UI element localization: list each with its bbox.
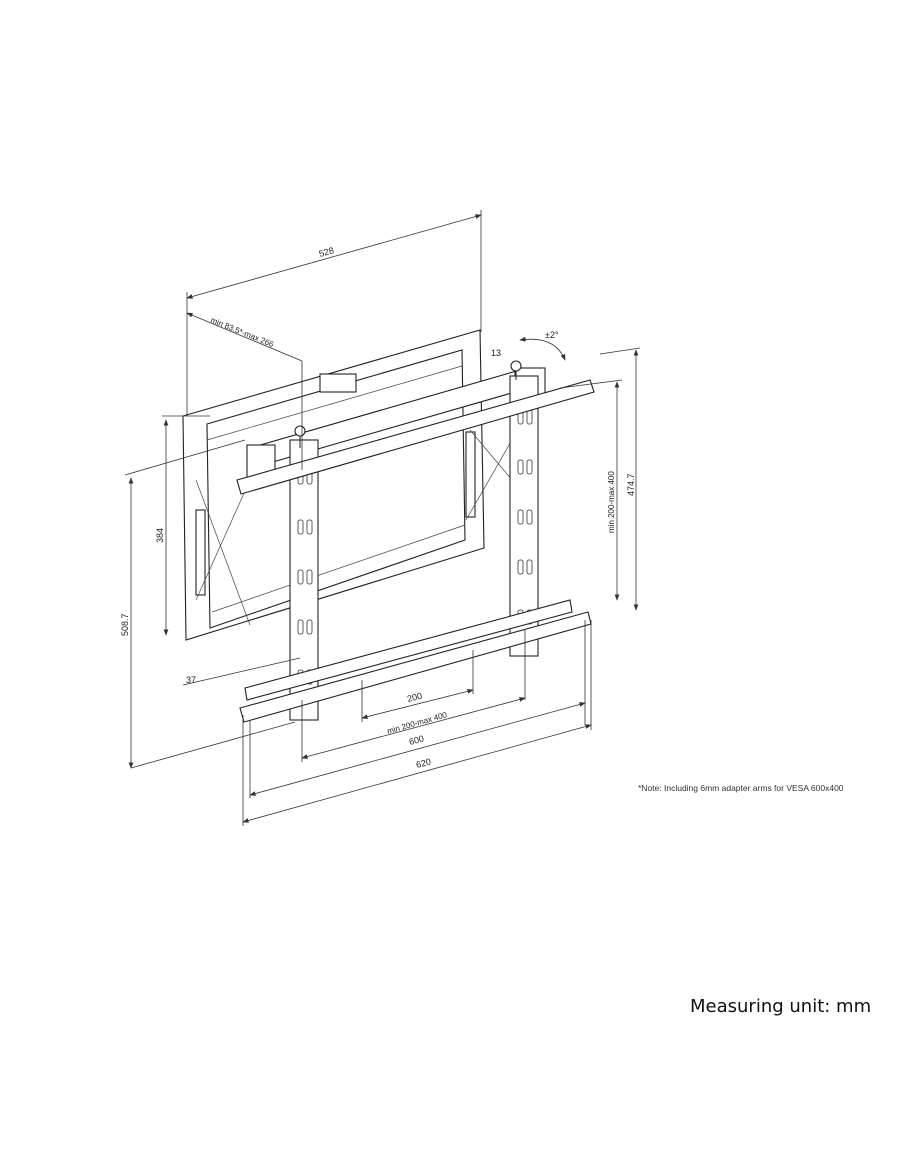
mount-frame [236, 360, 595, 723]
dim-vesa-vertical: min 200-max 400 [607, 471, 616, 533]
dim-depth: min 83.5*-max 266 [209, 316, 275, 350]
dim-384: 384 [155, 528, 165, 543]
dim-13: 13 [491, 348, 501, 358]
dim-37: 37 [186, 675, 196, 685]
dim-620: 620 [415, 756, 432, 770]
dim-600: 600 [408, 733, 425, 747]
dim-tilt: ±2° [545, 330, 559, 340]
dim-vesa-horizontal: min 200-max 400 [386, 710, 448, 736]
measuring-unit: Measuring unit: mm [690, 996, 872, 1017]
adapter-note: *Note: Including 6mm adapter arms for VE… [638, 783, 844, 793]
wall-plate [182, 329, 513, 641]
dim-474-7: 474.7 [626, 473, 636, 496]
dim-528: 528 [318, 245, 335, 259]
dimension-lines [124, 210, 641, 826]
dim-508-7: 508.7 [120, 613, 130, 636]
dim-200: 200 [406, 691, 423, 704]
